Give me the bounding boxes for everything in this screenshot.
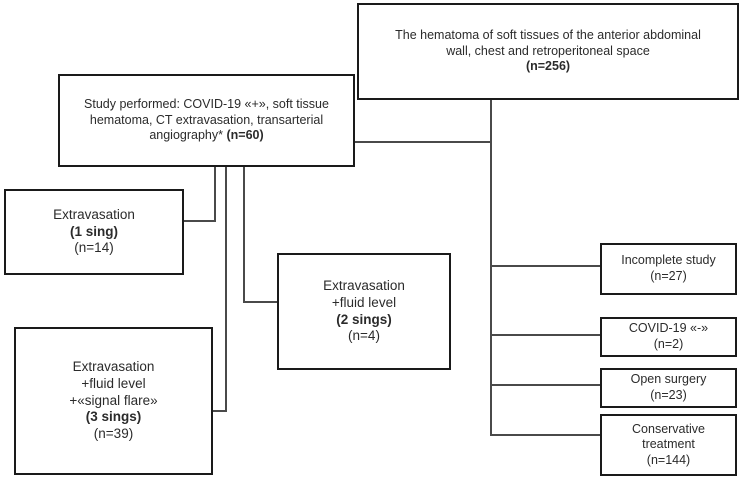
- node-incomplete-study: Incomplete study(n=27): [600, 243, 737, 295]
- node-covid-19-negative: COVID-19 «-»(n=2): [600, 317, 737, 357]
- connector-drop-to-3-signs: [212, 410, 227, 412]
- node-extravasation-2-signs: Extravasation+fluid level(2 sings)(n=4): [277, 253, 451, 370]
- node-open-surgery-text: Open surgery(n=23): [630, 372, 707, 402]
- connector-study-drop-1-sign: [214, 167, 216, 222]
- connector-trunk-to-incomplete-study: [490, 265, 600, 267]
- node-conservative-treatment: Conservative treatment(n=144): [600, 414, 737, 476]
- connector-study-drop-3-signs: [225, 167, 227, 412]
- connector-root-to-study: [355, 141, 492, 143]
- node-hematoma-root-text: The hematoma of soft tissues of the ante…: [395, 28, 701, 74]
- node-open-surgery: Open surgery(n=23): [600, 368, 737, 408]
- connector-drop-to-2-signs: [243, 301, 279, 303]
- node-incomplete-study-text: Incomplete study(n=27): [621, 253, 716, 283]
- node-extravasation-2-signs-text: Extravasation+fluid level(2 sings)(n=4): [323, 277, 405, 344]
- node-hematoma-root: The hematoma of soft tissues of the ante…: [357, 3, 739, 100]
- connector-trunk-to-open-surgery: [490, 384, 600, 386]
- node-study-performed: Study performed: COVID-19 «+», soft tiss…: [58, 74, 355, 167]
- node-extravasation-1-sign-text: Extravasation(1 sing)(n=14): [53, 206, 135, 256]
- node-conservative-treatment-text: Conservative treatment(n=144): [632, 421, 705, 467]
- node-extravasation-1-sign: Extravasation(1 sing)(n=14): [4, 189, 184, 275]
- connector-trunk-to-conservative: [490, 434, 600, 436]
- node-extravasation-3-signs: Extravasation+fluid level+«signal flare»…: [14, 327, 213, 475]
- node-study-performed-text: Study performed: COVID-19 «+», soft tiss…: [84, 97, 329, 143]
- connector-trunk-to-covid-negative: [490, 334, 600, 336]
- node-covid-19-negative-text: COVID-19 «-»(n=2): [628, 321, 709, 351]
- connector-study-drop-2-signs: [243, 167, 245, 303]
- connector-drop-to-1-sign: [183, 220, 216, 222]
- connector-root-trunk-vertical: [490, 100, 492, 436]
- node-extravasation-3-signs-text: Extravasation+fluid level+«signal flare»…: [69, 358, 158, 442]
